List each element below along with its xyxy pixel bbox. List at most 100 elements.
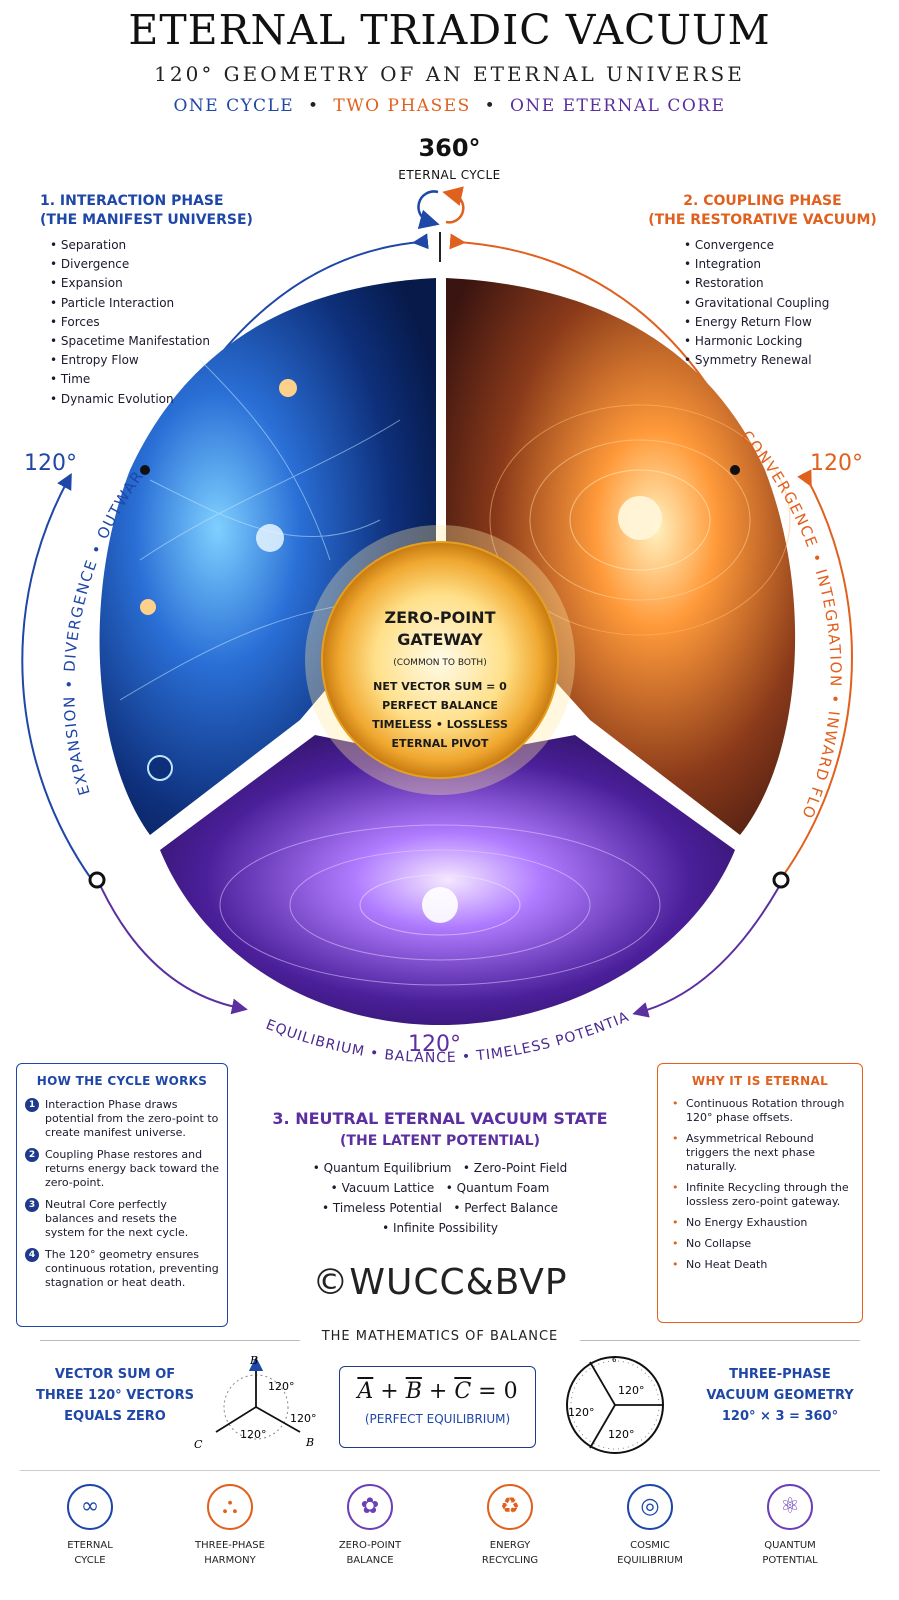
page-subtitle: 120° GEOMETRY OF AN ETERNAL UNIVERSE [154, 62, 745, 86]
feature-label: COSMIC [630, 1540, 670, 1551]
angle-left: 120° [24, 451, 77, 476]
phase1-item: Time [50, 370, 270, 389]
tagline-eternal-core: ONE ETERNAL CORE [509, 96, 726, 116]
svg-text:B: B [249, 1354, 258, 1367]
phase1-list: SeparationDivergenceExpansionParticle In… [50, 236, 270, 409]
arc-right-outer [779, 469, 853, 881]
feature-label: ETERNAL [67, 1540, 113, 1551]
phase2-item: Gravitational Coupling [684, 294, 885, 313]
cycle-label: ETERNAL CYCLE [398, 168, 501, 182]
why-title: WHY IT IS ETERNAL [691, 1074, 829, 1088]
phase1-item: Dynamic Evolution [50, 390, 270, 409]
phase1-title: 1. INTERACTION PHASE [40, 193, 224, 209]
node [140, 465, 150, 475]
phase1-item: Entropy Flow [50, 351, 270, 370]
blue-star [279, 379, 297, 397]
why-item: No Energy Exhaustion [670, 1216, 852, 1230]
tagline-two-phases: TWO PHASES [333, 96, 471, 116]
step-number-badge: 1 [25, 1098, 39, 1112]
phase1-item: Divergence [50, 255, 270, 274]
how-cycle-works-box: HOW THE CYCLE WORKS 1 Interaction Phase d… [16, 1063, 228, 1327]
phase1-subtitle: (THE MANIFEST UNIVERSE) [40, 212, 253, 228]
svg-text:120°: 120° [290, 1412, 317, 1425]
feature-label: CYCLE [74, 1555, 106, 1566]
svg-text:120°: 120° [240, 1428, 267, 1441]
core-title-2: GATEWAY [397, 630, 483, 649]
arc-bottom-left [99, 884, 248, 1015]
arc-bottom-right [632, 884, 781, 1018]
core-line: ETERNAL PIVOT [391, 737, 489, 750]
tagline-separator: • [308, 96, 320, 116]
feature-label: POTENTIAL [762, 1555, 818, 1566]
svg-text:120°: 120° [268, 1380, 295, 1393]
phase3-row: • Vacuum Lattice • Quantum Foam [330, 1181, 550, 1195]
math-heading: THE MATHEMATICS OF BALANCE [300, 1329, 580, 1344]
core-note: (COMMON TO BOTH) [393, 658, 487, 668]
feature-triad: ⛬ THREE-PHASE HARMONY [175, 1480, 285, 1568]
cycle-arrows-icon [417, 186, 465, 230]
feature-label: ENERGY [489, 1540, 531, 1551]
why-item: Asymmetrical Rebound triggers the next p… [670, 1132, 852, 1174]
equation-box: A + B + C = 0 (PERFECT EQUILIBRIUM) [339, 1366, 536, 1448]
atom-node [147, 755, 173, 781]
equation-note: (PERFECT EQUILIBRIUM) [364, 1412, 511, 1426]
step-number-badge: 3 [25, 1198, 39, 1212]
how-steps: 1 Interaction Phase draws potential from … [17, 1088, 227, 1290]
purple-star [422, 887, 458, 923]
phase3-block: 3. NEUTRAL ETERNAL VACUUM STATE (THE LAT… [240, 1108, 640, 1238]
core-title-1: ZERO-POINT [384, 608, 496, 627]
step-text: Interaction Phase draws potential from t… [45, 1098, 219, 1139]
why-eternal-box: WHY IT IS ETERNAL Continuous Rotation th… [657, 1063, 863, 1323]
infinity-icon: ∞ [67, 1484, 113, 1530]
cycle-degrees: 360° [418, 134, 481, 162]
arc-left-outer [21, 472, 93, 881]
vector-diagram: B C B 120° 120° 120° [194, 1354, 317, 1451]
triad-icon: ⛬ [207, 1484, 253, 1530]
phase3-subtitle: (THE LATENT POTENTIAL) [340, 1133, 540, 1149]
watermark: ©WUCC&BVP [312, 1262, 568, 1303]
phase2-subtitle: (THE RESTORATIVE VACUUM) [648, 212, 877, 228]
phase3-list: • Quantum Equilibrium • Zero-Point Field… [240, 1158, 640, 1238]
phase1-item: Separation [50, 236, 270, 255]
phase3-row: • Quantum Equilibrium • Zero-Point Field [312, 1161, 568, 1175]
field-lines [119, 359, 791, 986]
phase1-block: 1. INTERACTION PHASE (THE MANIFEST UNIVE… [40, 192, 270, 409]
zero-point-gateway [321, 541, 559, 779]
phase2-item: Harmonic Locking [684, 332, 885, 351]
divider [20, 1470, 880, 1471]
angle-bottom: 120° [408, 1032, 461, 1057]
phase2-item: Integration [684, 255, 885, 274]
blue-star [140, 599, 156, 615]
feature-label: THREE-PHASE [195, 1540, 265, 1551]
feature-infinity: ∞ ETERNAL CYCLE [35, 1480, 145, 1568]
core-line: TIMELESS • LOSSLESS [372, 718, 508, 731]
feature-label: HARMONY [204, 1555, 256, 1566]
svg-text:120°: 120° [568, 1406, 595, 1419]
phase1-item: Particle Interaction [50, 294, 270, 313]
step-number-badge: 2 [25, 1148, 39, 1162]
why-item: No Collapse [670, 1237, 852, 1251]
spiral-icon: ◎ [627, 1484, 673, 1530]
phase2-title: 2. COUPLING PHASE [683, 193, 842, 209]
phase2-list: ConvergenceIntegrationRestorationGravita… [684, 236, 885, 370]
tagline-one-cycle: ONE CYCLE [173, 96, 295, 116]
step-text: The 120° geometry ensures continuous rot… [45, 1248, 219, 1289]
svg-text:B: B [305, 1436, 314, 1449]
core-line: NET VECTOR SUM = 0 [373, 680, 507, 693]
recycle-icon: ♻ [487, 1484, 533, 1530]
phase1-item: Forces [50, 313, 270, 332]
phase1-item: Spacetime Manifestation [50, 332, 270, 351]
feature-label: EQUILIBRIUM [617, 1555, 683, 1566]
atom-flower-icon: ✿ [347, 1484, 393, 1530]
phase2-item: Symmetry Renewal [684, 351, 885, 370]
feature-label: ZERO-POINT [338, 1540, 402, 1551]
atom-icon: ⚛ [767, 1484, 813, 1530]
how-title: HOW THE CYCLE WORKS [36, 1074, 208, 1088]
phase3-row: • Timeless Potential • Perfect Balance [322, 1201, 558, 1215]
orange-star [618, 496, 662, 540]
